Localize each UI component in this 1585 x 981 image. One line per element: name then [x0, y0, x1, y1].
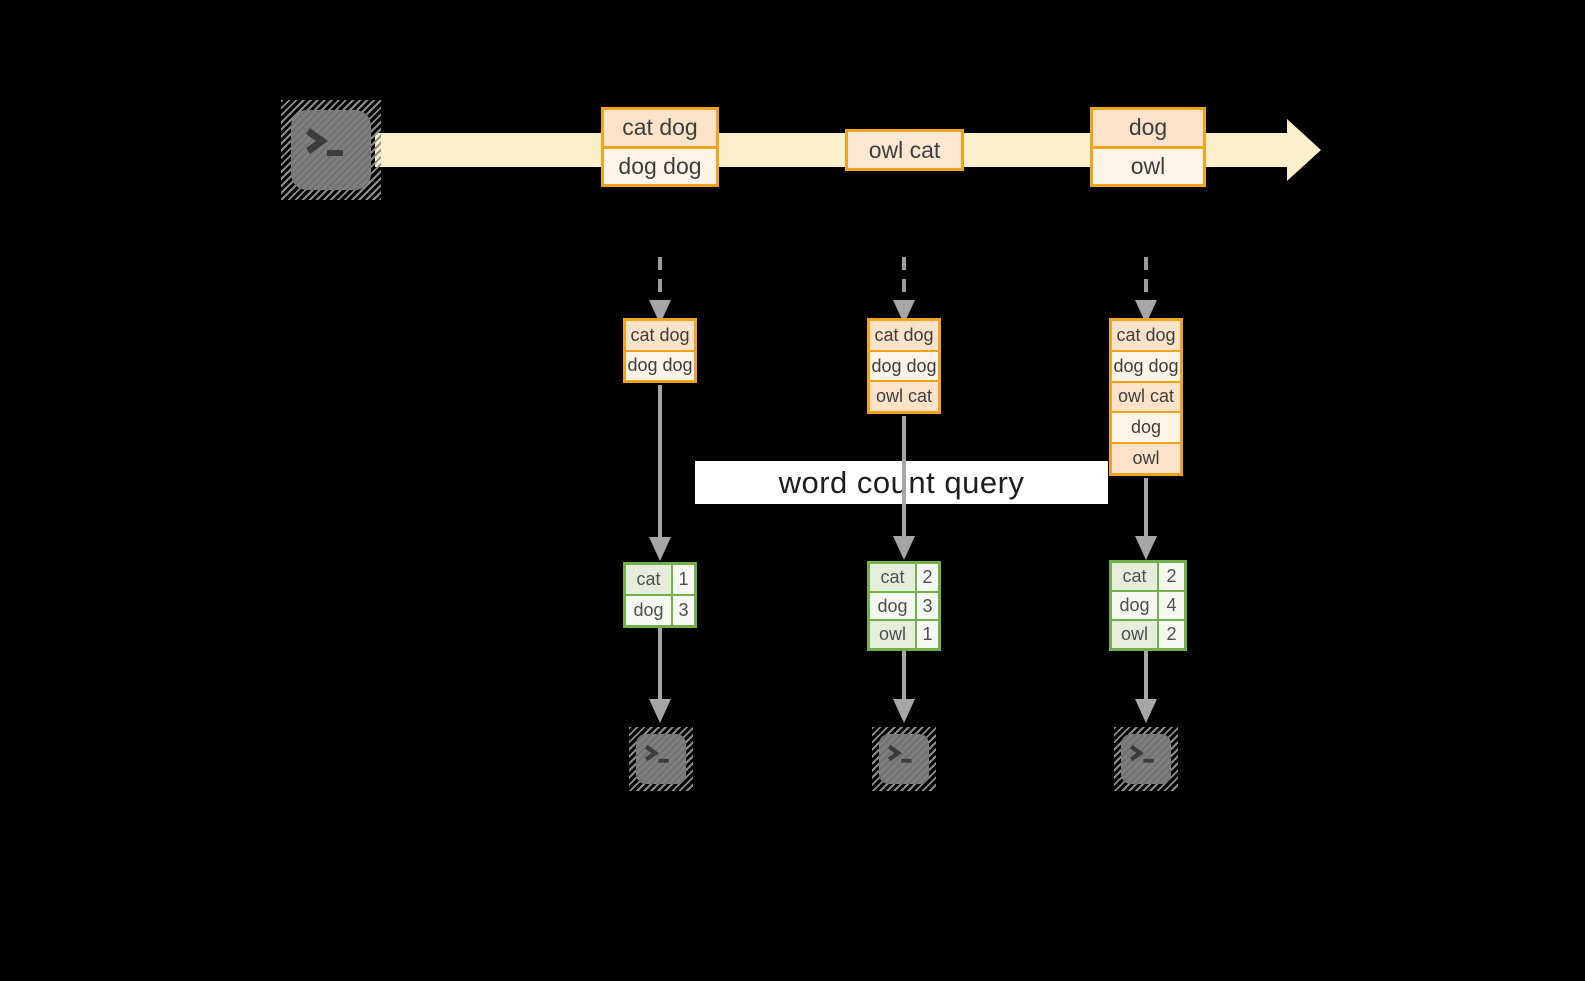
count-table-2: cat 2 dog 3 owl 1 — [867, 561, 941, 651]
query-label: word count query — [778, 464, 1025, 500]
word-cell: dog — [870, 592, 917, 620]
table-row: dog 4 — [1112, 590, 1184, 619]
dashed-arrow-line — [1144, 257, 1148, 301]
table-row: cat 2 — [870, 564, 938, 591]
table-row: dog 3 — [626, 594, 694, 625]
stream-arrowhead — [1287, 119, 1321, 181]
batch-line: owl cat — [870, 380, 938, 412]
count-cell: 2 — [1159, 563, 1184, 590]
arrow-head — [649, 537, 671, 561]
count-table-3: cat 2 dog 4 owl 2 — [1109, 560, 1187, 651]
batch-line: cat dog — [1112, 321, 1180, 350]
table-row: owl 2 — [1112, 619, 1184, 648]
dashed-arrow-line — [658, 257, 662, 301]
arrow-line — [1144, 478, 1148, 537]
word-cell: cat — [626, 565, 673, 594]
word-cell: cat — [870, 564, 917, 591]
event-line: dog dog — [604, 145, 716, 184]
count-cell: 3 — [673, 596, 694, 625]
table-row: cat 1 — [626, 565, 694, 594]
arrow-head — [893, 536, 915, 560]
table-row: cat 2 — [1112, 563, 1184, 590]
terminal-icon — [281, 100, 381, 200]
batch-line: owl — [1112, 442, 1180, 473]
query-band: word count query — [695, 461, 1108, 504]
word-cell: dog — [626, 596, 673, 625]
terminal-icon-body — [879, 734, 929, 784]
event-line: dog — [1093, 110, 1203, 146]
arrow-line — [902, 416, 906, 537]
terminal-prompt-glyph — [1129, 744, 1154, 763]
batch-stack-3: cat dog dog dog owl cat dog owl — [1109, 318, 1183, 476]
table-row: owl 1 — [870, 619, 938, 649]
terminal-icon — [1114, 727, 1178, 791]
arrow-line — [658, 628, 662, 700]
arrow-line — [902, 651, 906, 700]
count-cell: 1 — [917, 621, 938, 649]
terminal-prompt-glyph — [644, 744, 669, 763]
batch-line: dog dog — [626, 349, 694, 380]
terminal-icon — [629, 727, 693, 791]
count-cell: 1 — [673, 565, 694, 594]
count-cell: 4 — [1159, 592, 1184, 619]
batch-line: cat dog — [870, 321, 938, 350]
stream-event-box-3: dog owl — [1090, 107, 1206, 187]
batch-line: dog — [1112, 411, 1180, 443]
batch-stack-1: cat dog dog dog — [623, 318, 697, 383]
terminal-icon-body — [636, 734, 686, 784]
word-cell: dog — [1112, 592, 1159, 619]
event-line: owl cat — [848, 132, 961, 168]
count-cell: 3 — [917, 592, 938, 620]
count-cell: 2 — [917, 564, 938, 591]
word-cell: owl — [870, 621, 917, 649]
batch-line: dog dog — [870, 349, 938, 381]
event-line: owl — [1093, 145, 1203, 184]
batch-stack-2: cat dog dog dog owl cat — [867, 318, 941, 414]
count-table-1: cat 1 dog 3 — [623, 562, 697, 628]
dashed-arrow-line — [902, 257, 906, 301]
terminal-icon-body — [291, 110, 371, 190]
terminal-icon-body — [1121, 734, 1171, 784]
event-line: cat dog — [604, 110, 716, 146]
terminal-icon — [872, 727, 936, 791]
batch-line: dog dog — [1112, 349, 1180, 381]
arrow-head — [649, 699, 671, 723]
arrow-head — [1135, 536, 1157, 560]
word-cell: owl — [1112, 621, 1159, 648]
table-row: dog 3 — [870, 590, 938, 620]
arrow-line — [1144, 651, 1148, 700]
word-cell: cat — [1112, 563, 1159, 590]
batch-line: cat dog — [626, 321, 694, 350]
stream-event-box-1: cat dog dog dog — [601, 107, 719, 187]
arrow-head — [1135, 699, 1157, 723]
arrow-line — [658, 385, 662, 538]
count-cell: 2 — [1159, 621, 1184, 648]
terminal-prompt-glyph — [887, 744, 912, 763]
stream-event-box-2: owl cat — [845, 129, 964, 171]
arrow-head — [893, 699, 915, 723]
terminal-prompt-glyph — [305, 128, 343, 156]
batch-line: owl cat — [1112, 380, 1180, 412]
